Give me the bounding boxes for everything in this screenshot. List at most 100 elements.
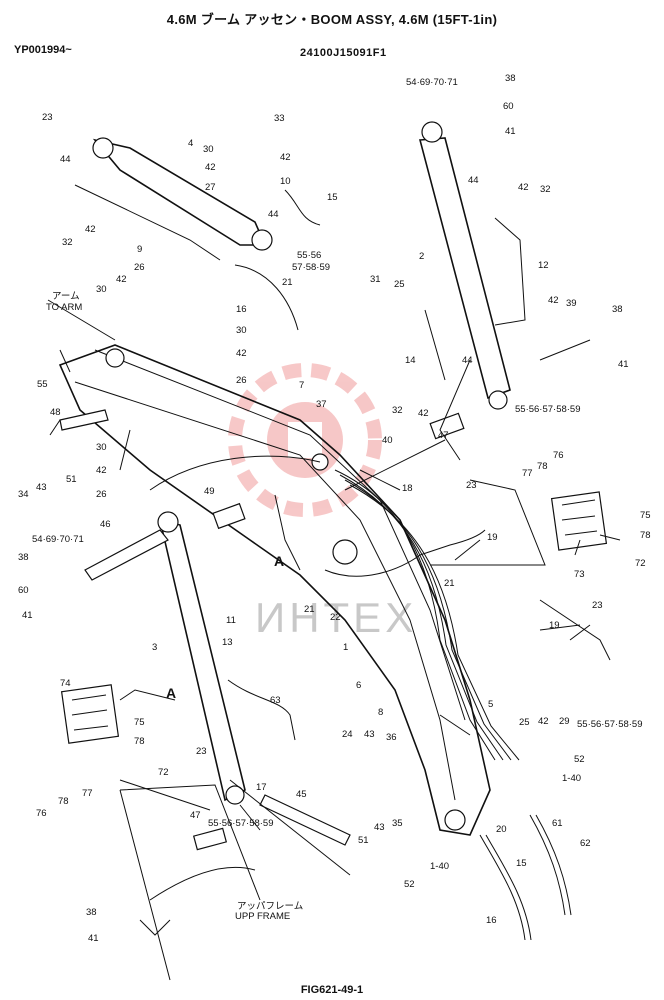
label-78: 78 [537,461,548,472]
label-52: 52 [404,879,415,890]
label-17: 17 [256,782,267,793]
assembly-part-number: 24100J15091F1 [300,47,387,59]
label-25: 25 [394,279,405,290]
label-42: 42 [518,182,529,193]
label-36: 36 [386,732,397,743]
label-19: 19 [549,620,560,631]
callout-a-lower: A [166,685,176,701]
label-3: 3 [152,642,157,653]
boom-cylinder-right [418,121,526,410]
label-26: 26 [134,262,145,273]
label-21: 21 [304,604,315,615]
label-40: 40 [382,435,393,446]
label-20: 20 [496,824,507,835]
hoses-bottom [479,599,611,941]
label-60: 60 [503,101,514,112]
label-44: 44 [468,175,479,186]
label-29: 29 [559,716,570,727]
label-61: 61 [552,818,563,829]
label-23: 23 [42,112,53,123]
label-42: 42 [236,348,247,359]
label-42: 42 [85,224,96,235]
label-33: 33 [274,113,285,124]
label-55-56-57-58-59-right: 55·56·57·58·59 [577,719,643,730]
label-54-69-70-71-top: 54·69·70·71 [406,77,458,88]
label-49: 49 [204,486,215,497]
label-32: 32 [62,237,73,248]
label-2: 2 [419,251,424,262]
label-19: 19 [487,532,498,543]
label-1-40: 1-40 [430,861,449,872]
label-9: 9 [137,244,142,255]
label-76: 76 [553,450,564,461]
label-78: 78 [58,796,69,807]
label-48: 48 [50,407,61,418]
to-arm-jp: アーム [52,291,80,302]
label-57-58-59: 57·58·59 [292,262,330,273]
page-title: 4.6M ブーム アッセン・BOOM ASSY, 4.6M (15FT-1in) [166,12,498,27]
label-1: 1 [343,642,348,653]
label-39: 39 [566,298,577,309]
label-26: 26 [96,489,107,500]
boom-cylinder-upper [74,137,321,331]
leader-lines [47,299,621,831]
label-32: 32 [540,184,551,195]
label-45: 45 [296,789,307,800]
label-43: 43 [374,822,385,833]
label-60: 60 [18,585,29,596]
label-72: 72 [158,767,169,778]
label-43: 43 [364,729,375,740]
label-38: 38 [18,552,29,563]
label-73: 73 [574,569,585,580]
label-10: 10 [280,176,291,187]
label-78: 78 [134,736,145,747]
label-47: 47 [190,810,201,821]
label-15: 15 [327,192,338,203]
serial-range: YP001994~ [14,44,72,56]
watermark-logo [228,363,382,517]
label-6: 6 [356,680,361,691]
label-38: 38 [86,907,97,918]
label-41: 41 [22,610,33,621]
label-30: 30 [236,325,247,336]
label-27: 27 [205,182,216,193]
label-15: 15 [516,858,527,869]
label-55: 55 [37,379,48,390]
label-35: 35 [392,818,403,829]
part-labels: 23 44 32 42 9 4 30 42 27 33 42 10 44 15 … [18,73,651,944]
label-5: 5 [488,699,493,710]
label-22: 22 [330,612,341,623]
label-42: 42 [205,162,216,173]
label-76: 76 [36,808,47,819]
label-23: 23 [592,600,603,611]
label-51: 51 [358,835,369,846]
label-44: 44 [268,209,279,220]
valve-covers [60,491,608,744]
label-24: 24 [342,729,353,740]
label-1-40: 1-40 [562,773,581,784]
figure-id: FIG621-49-1 [300,984,364,996]
label-34: 34 [18,489,29,500]
label-38: 38 [505,73,516,84]
label-55-56-57-58-59-lower: 55·56·57·58·59 [208,818,274,829]
label-72: 72 [635,558,646,569]
label-30: 30 [96,442,107,453]
pins [59,409,465,851]
label-30: 30 [96,284,107,295]
label-55-56: 55·56 [297,250,321,261]
label-75: 75 [134,717,145,728]
label-41: 41 [88,933,99,944]
label-46: 46 [100,519,111,530]
boom-body [58,344,491,836]
label-32: 32 [392,405,403,416]
label-7: 7 [299,380,304,391]
label-14: 14 [405,355,416,366]
label-21: 21 [282,277,293,288]
label-62: 62 [580,838,591,849]
label-63: 63 [270,695,281,706]
arm-cylinder [157,511,296,805]
to-arm-en: TO ARM [46,302,82,313]
label-4: 4 [188,138,193,149]
